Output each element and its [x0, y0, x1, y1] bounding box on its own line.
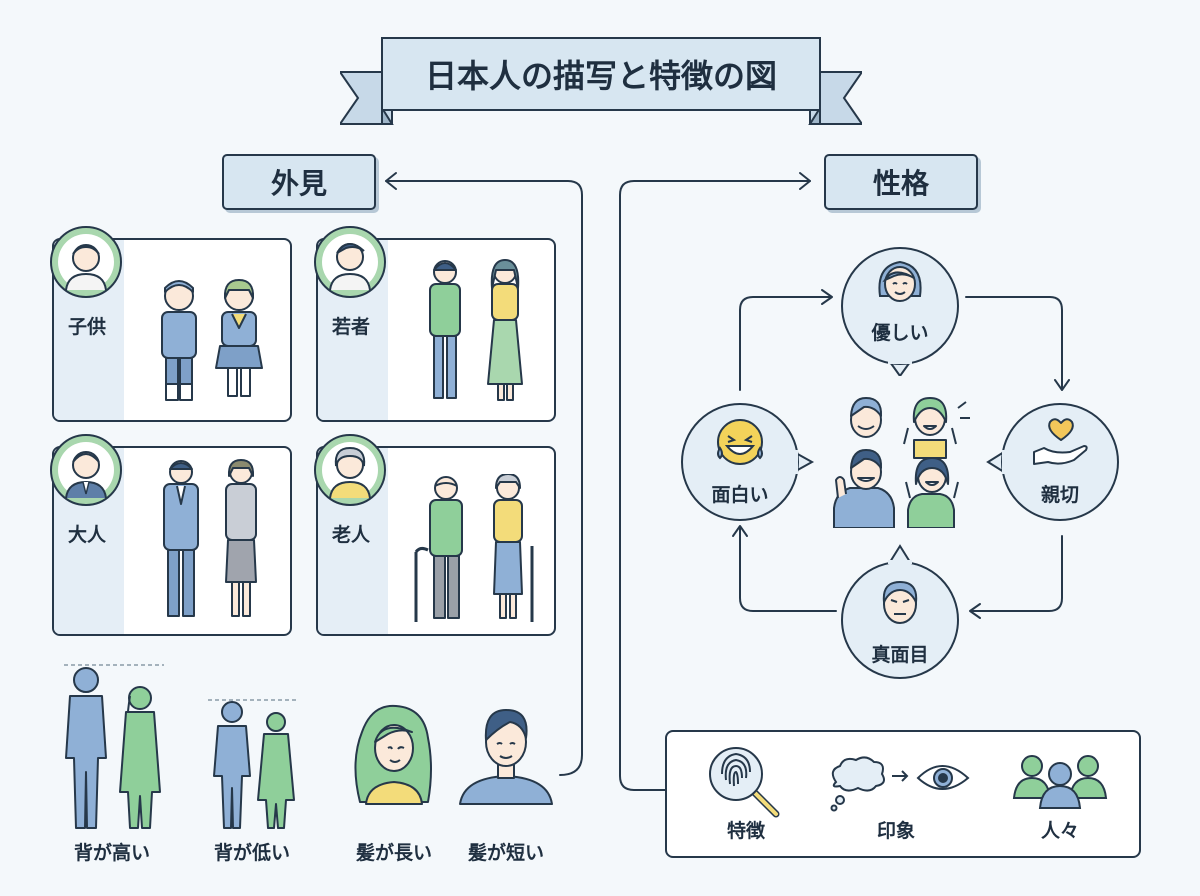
- avatar-young: [312, 224, 388, 300]
- thought-eye-icon: [830, 756, 970, 812]
- avatar-elderly: [312, 432, 388, 508]
- young-person-icon: [314, 226, 386, 298]
- trait-label-tall: 背が高い: [73, 842, 150, 864]
- laughing-emoji-icon: [717, 419, 763, 465]
- fingerprint-magnifier-icon: [709, 747, 780, 818]
- title-banner: 日本人の描写と特徴の図: [340, 36, 862, 128]
- trait-label-long-hair: 髪が長い: [355, 842, 432, 864]
- age-label-child: 子供: [67, 316, 106, 338]
- trait-bubble-gentle: 優しい: [838, 244, 962, 376]
- section-header-personality: 性格: [824, 154, 978, 210]
- age-label-young: 若者: [331, 316, 370, 338]
- young-figures: [429, 259, 523, 401]
- legend-label-people: 人々: [1040, 820, 1079, 842]
- heart-hand-icon: [1033, 418, 1088, 465]
- section-header-appearance: 外見: [222, 154, 376, 210]
- trait-label-short: 背が低い: [213, 842, 290, 864]
- trait-bubble-funny: 面白い: [680, 400, 820, 524]
- age-card-adult: [52, 446, 292, 636]
- adult-icon: [50, 434, 122, 506]
- short-hair-icon: [459, 709, 553, 805]
- avatar-adult: [48, 432, 124, 508]
- trait-label-kind: 親切: [1040, 484, 1079, 506]
- children-figures: [161, 279, 263, 401]
- trait-bubble-kind: 親切: [986, 400, 1120, 524]
- serious-face-icon: [882, 580, 918, 624]
- elderly-figures: [414, 474, 534, 622]
- trait-bubble-serious: 真面目: [838, 542, 962, 680]
- trait-label-serious: 真面目: [871, 644, 929, 666]
- trait-label-funny: 面白い: [711, 484, 769, 506]
- gentle-face-icon: [878, 260, 922, 302]
- elderly-icon: [314, 434, 386, 506]
- age-card-child: [52, 238, 292, 422]
- child-icon: [50, 226, 122, 298]
- page-title: 日本人の描写と特徴の図: [424, 57, 777, 95]
- trait-label-gentle: 優しい: [871, 322, 929, 344]
- adult-figures: [163, 459, 257, 617]
- legend-label-feature: 特徴: [726, 820, 765, 842]
- legend-label-impression: 印象: [876, 820, 915, 842]
- age-label-adult: 大人: [67, 524, 106, 546]
- people-expressions-icon: [833, 397, 970, 528]
- long-hair-icon: [354, 704, 432, 805]
- avatar-child: [48, 224, 124, 300]
- people-group-icon: [1012, 755, 1108, 809]
- age-label-elderly: 老人: [331, 524, 370, 546]
- trait-label-short-hair: 髪が短い: [467, 842, 544, 864]
- short-people-icon: [208, 699, 296, 829]
- tall-people-icon: [64, 664, 164, 829]
